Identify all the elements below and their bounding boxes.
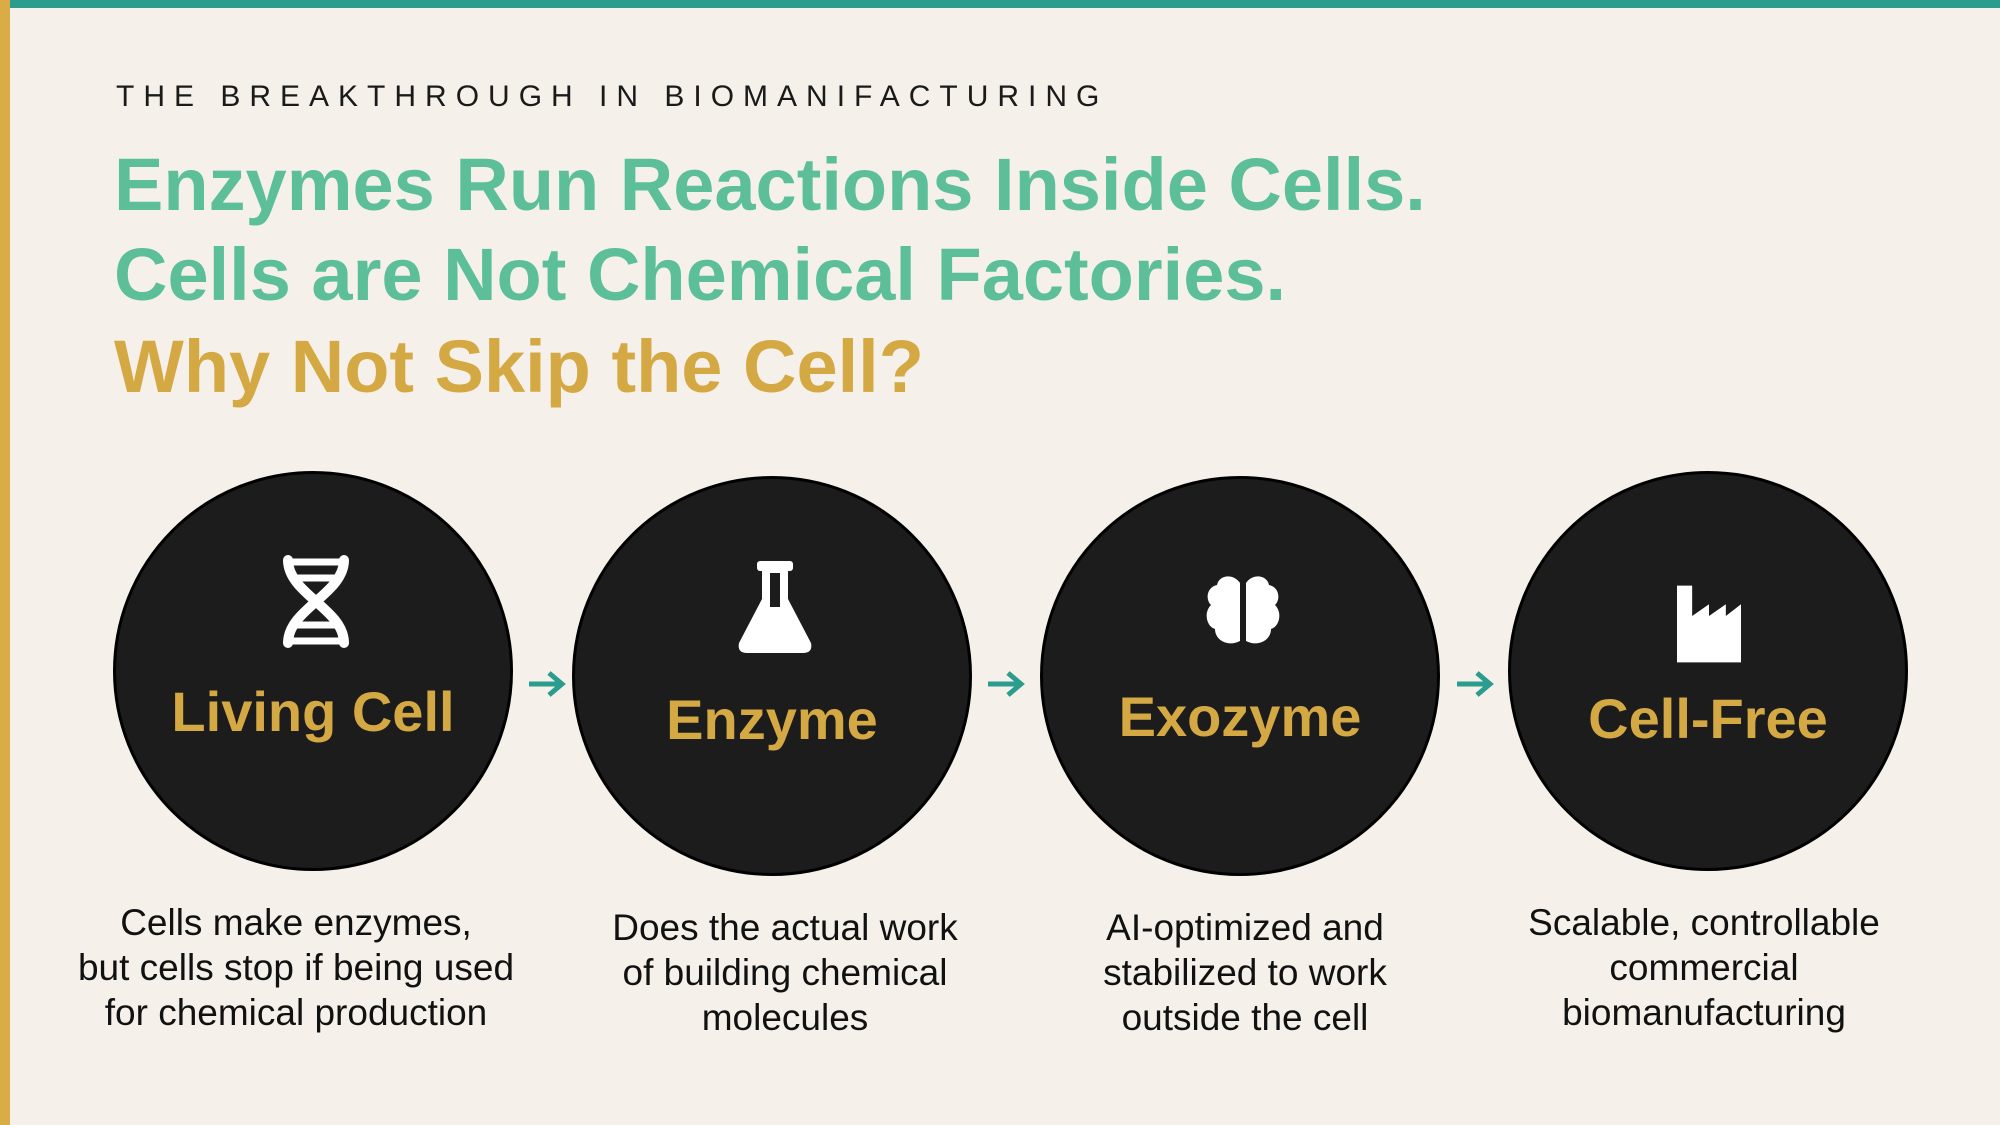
- desc-line: commercial: [1609, 947, 1799, 988]
- desc-line: Scalable, controllable: [1528, 902, 1880, 943]
- desc-line: biomanufacturing: [1562, 992, 1846, 1033]
- flask-icon: [738, 561, 812, 653]
- arrow-right-icon: [988, 671, 1025, 697]
- dna-icon: [283, 555, 349, 648]
- desc-line: for chemical production: [104, 992, 488, 1033]
- eyebrow-heading: THE BREAKTHROUGH IN BIOMANIFACTURING: [116, 80, 1109, 113]
- desc-line: of building chemical: [622, 952, 948, 993]
- desc-line: Does the actual work: [612, 907, 958, 948]
- desc-line: AI-optimized and: [1106, 907, 1384, 948]
- desc-line: stabilized to work: [1103, 952, 1387, 993]
- step-circle-living-cell: Living Cell: [113, 471, 513, 871]
- arrow-right-icon: [1457, 671, 1494, 697]
- step-label: Enzyme: [666, 688, 878, 751]
- desc-line: molecules: [701, 997, 869, 1038]
- step-description-exozyme: AI-optimized and stabilized to work outs…: [1005, 905, 1485, 1040]
- headline-line-1: Enzymes Run Reactions Inside Cells.: [114, 143, 1426, 226]
- step-circle-cell-free: Cell-Free: [1508, 471, 1908, 871]
- left-accent-bar: [0, 0, 10, 1125]
- step-label: Exozyme: [1118, 685, 1362, 748]
- desc-line: Cells make enzymes,: [120, 902, 472, 943]
- step-description-living-cell: Cells make enzymes, but cells stop if be…: [56, 900, 536, 1035]
- desc-line: but cells stop if being used: [77, 947, 515, 988]
- step-description-enzyme: Does the actual work of building chemica…: [545, 905, 1025, 1040]
- headline-line-2: Cells are Not Chemical Factories.: [114, 233, 1287, 316]
- desc-line: outside the cell: [1121, 997, 1369, 1038]
- brain-icon: [1206, 576, 1280, 644]
- step-label: Living Cell: [171, 680, 455, 743]
- arrow-right-icon: [529, 671, 566, 697]
- step-description-cell-free: Scalable, controllable commercial bioman…: [1464, 900, 1944, 1035]
- step-label: Cell-Free: [1588, 687, 1828, 750]
- headline-line-3: Why Not Skip the Cell?: [114, 325, 924, 408]
- top-accent-bar: [0, 0, 2000, 8]
- step-circle-exozyme: Exozyme: [1040, 476, 1440, 876]
- step-circle-enzyme: Enzyme: [572, 476, 972, 876]
- factory-icon: [1677, 585, 1741, 663]
